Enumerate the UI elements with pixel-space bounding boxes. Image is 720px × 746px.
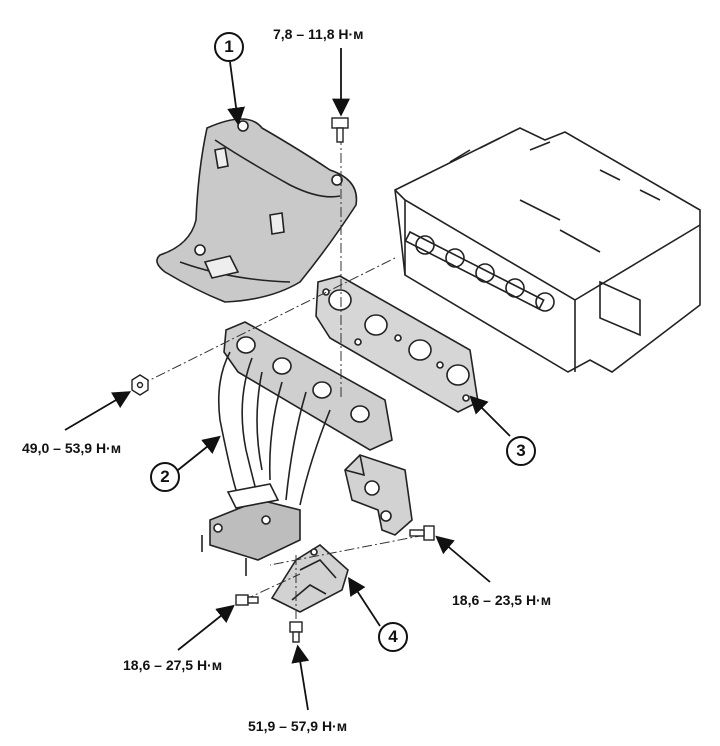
manifold-bracket-lower: [270, 544, 349, 613]
bolt-icon: [289, 621, 303, 643]
engine-block: [394, 127, 701, 373]
callout-2: 2: [150, 462, 180, 492]
callout-1: 1: [214, 32, 244, 62]
exhaust-manifold: [201, 321, 393, 576]
bolt-icon: [409, 525, 435, 541]
manifold-gasket: [315, 275, 479, 413]
bolt-icon: [331, 117, 349, 143]
callout-3: 3: [506, 436, 536, 466]
torque-bracket-bolt-left: 18,6 – 27,5 Н·м: [123, 657, 223, 673]
torque-bracket-bolt-right: 18,6 – 23,5 Н·м: [452, 592, 552, 608]
torque-bracket-bolt-bottom: 51,9 – 57,9 Н·м: [248, 718, 348, 734]
torque-manifold-nut: 49,0 – 53,9 Н·м: [22, 440, 122, 456]
bolt-icon: [235, 594, 259, 606]
arrow-icon: [64, 48, 511, 711]
torque-heat-shield-bolt: 7,8 – 11,8 Н·м: [273, 26, 364, 42]
nut-icon: [131, 374, 149, 396]
alignment-lines: [139, 135, 426, 620]
engine-exhaust-ports: [404, 230, 555, 312]
manifold-bracket-upper: [344, 454, 413, 536]
heat-shield: [156, 118, 358, 303]
callout-4: 4: [378, 622, 408, 652]
